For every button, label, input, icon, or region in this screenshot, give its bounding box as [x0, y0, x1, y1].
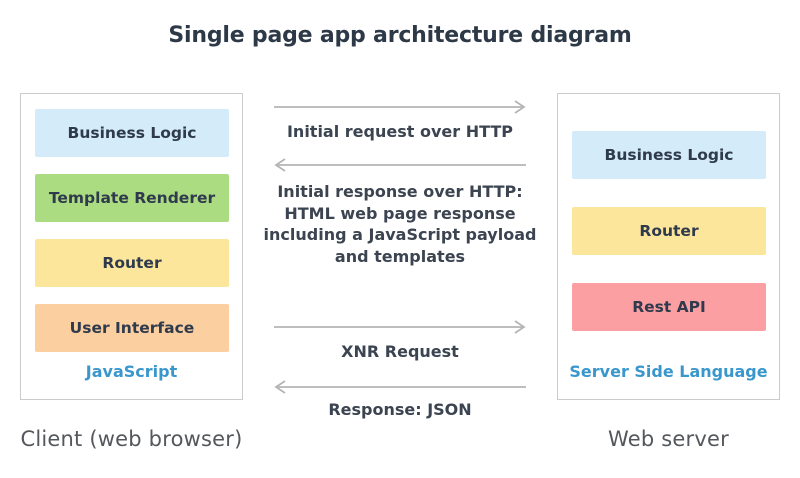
- message-initial-response-label: Initial response over HTTP: HTML web pag…: [257, 181, 543, 267]
- arrow-right-icon: [274, 100, 526, 114]
- server-caption: Web server: [608, 427, 729, 451]
- server-panel: Business Logic Router Rest API Server Si…: [557, 93, 780, 400]
- client-layer-router: Router: [35, 239, 229, 287]
- client-layer-business-logic: Business Logic: [35, 109, 229, 157]
- server-layer-rest-api: Rest API: [572, 283, 766, 331]
- message-initial-request-label: Initial request over HTTP: [286, 122, 514, 141]
- message-line: and templates: [334, 246, 466, 266]
- arrow-right-icon: [274, 320, 526, 334]
- message-response-json-label: Response: JSON: [328, 400, 472, 419]
- arrow-left-icon: [274, 158, 526, 172]
- message-line: including a JavaScript payload: [263, 225, 537, 244]
- message-line: Initial response over HTTP:: [277, 182, 523, 201]
- server-layer-router: Router: [572, 207, 766, 255]
- diagram-title: Single page app architecture diagram: [168, 23, 632, 48]
- client-panel: Business Logic Template Renderer Router …: [20, 93, 243, 400]
- message-line: HTML web page response: [284, 203, 516, 223]
- message-xnr-request-label: XNR Request: [341, 342, 459, 361]
- server-layer-business-logic: Business Logic: [572, 131, 766, 179]
- client-caption: Client (web browser): [20, 427, 243, 451]
- arrow-left-icon: [274, 380, 526, 394]
- client-layer-template-renderer: Template Renderer: [35, 174, 229, 222]
- client-language-label: JavaScript: [85, 362, 178, 381]
- client-layer-user-interface: User Interface: [35, 304, 229, 352]
- server-language-label: Server Side Language: [569, 362, 768, 381]
